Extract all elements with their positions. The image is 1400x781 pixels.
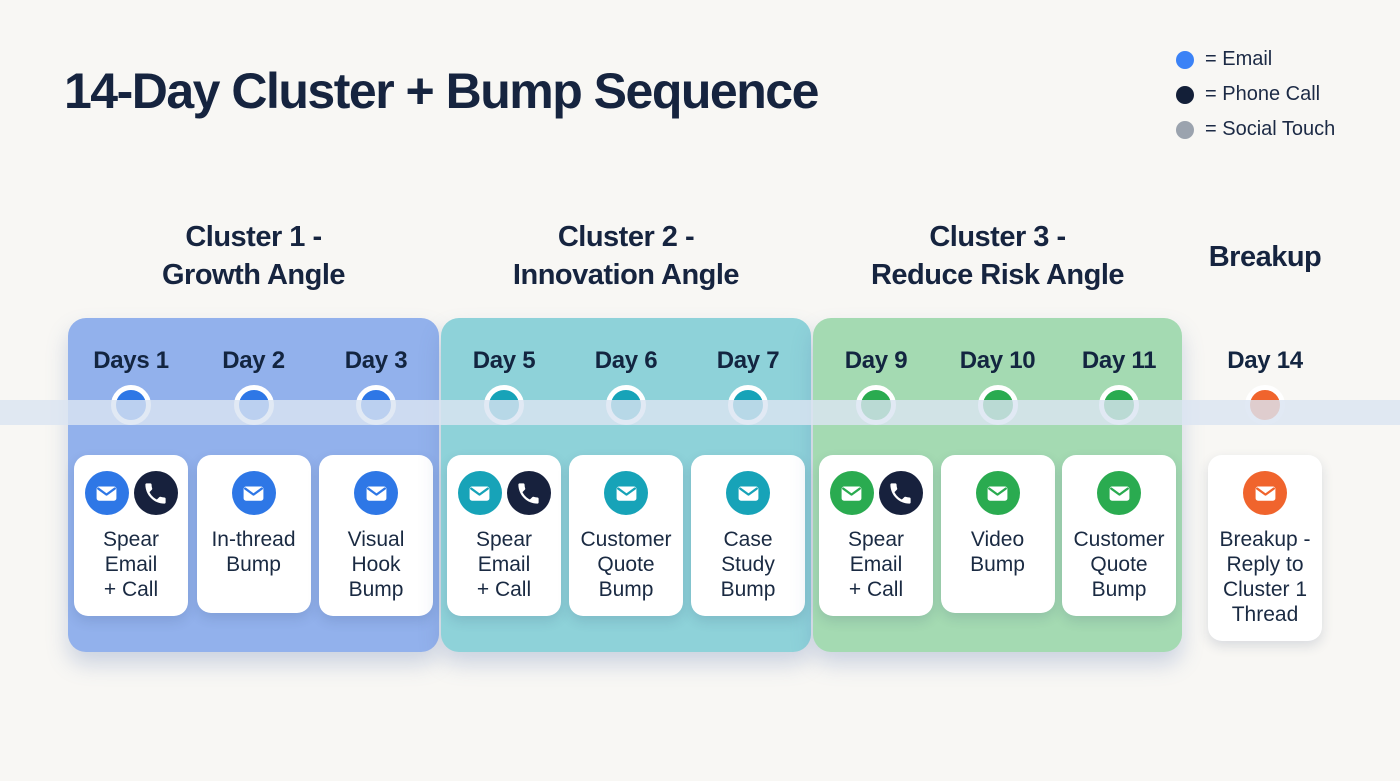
icon-row <box>84 471 178 515</box>
icon-row <box>975 471 1020 515</box>
email-icon <box>84 471 129 515</box>
step-card-label: Breakup - Reply to Cluster 1 Thread <box>1219 528 1311 626</box>
legend-label: = Phone Call <box>1205 83 1321 105</box>
day-label: Day 3 <box>344 347 408 374</box>
step-card: Customer Quote Bump <box>569 455 683 616</box>
step-card: In-thread Bump <box>196 455 311 613</box>
day-column: Day 9 Spear Email + Call <box>819 318 933 652</box>
email-icon <box>975 471 1020 515</box>
legend-label: = Social Touch <box>1205 118 1336 140</box>
day-column: Day 5 Spear Email + Call <box>447 318 561 652</box>
step-card: Spear Email + Call <box>74 455 188 616</box>
icon-row <box>726 471 770 515</box>
cluster-section: Cluster 2 - Innovation Angle Day 5 Spear… <box>441 221 811 652</box>
cluster-section: Breakup Day 14 Breakup - Reply to Cluste… <box>1208 241 1322 652</box>
day-column: Days 1 Spear Email + Call <box>74 318 188 652</box>
day-column: Day 2 In-thread Bump <box>196 318 311 652</box>
day-label: Day 9 <box>844 347 908 374</box>
icon-row <box>1097 471 1141 515</box>
cluster-panel: Days 1 Spear Email + Call Day 2 In-threa… <box>68 318 439 652</box>
page-title: 14-Day Cluster + Bump Sequence <box>64 63 819 119</box>
legend-label: = Email <box>1205 48 1273 70</box>
day-label: Day 2 <box>222 347 285 374</box>
icon-row <box>1243 471 1287 515</box>
email-icon <box>354 471 398 515</box>
icon-row <box>604 471 648 515</box>
cluster-title: Cluster 3 - Reduce Risk Angle <box>870 221 1125 291</box>
day-label: Day 11 <box>1081 347 1157 374</box>
step-card: Customer Quote Bump <box>1062 455 1176 616</box>
day-label: Day 10 <box>959 347 1036 374</box>
cluster-panel: Day 14 Breakup - Reply to Cluster 1 Thre… <box>1208 318 1322 652</box>
cluster-title: Cluster 2 - Innovation Angle <box>512 221 740 291</box>
step-card-label: Spear Email + Call <box>847 528 905 601</box>
legend: = Email = Phone Call = Social Touch <box>1176 48 1335 141</box>
email-icon <box>1243 471 1287 515</box>
legend-dot-icon <box>1176 85 1194 104</box>
phone-icon <box>506 471 551 515</box>
cluster-panel: Day 9 Spear Email + Call Day 10 Video Bu… <box>813 318 1182 652</box>
cluster-panel: Day 5 Spear Email + Call Day 6 Customer … <box>441 318 811 652</box>
legend-dot-icon <box>1176 50 1194 69</box>
day-label: Day 6 <box>594 347 658 374</box>
email-icon <box>726 471 770 515</box>
step-card: Spear Email + Call <box>447 455 561 616</box>
legend-item-email: = Email <box>1176 48 1335 71</box>
step-card-label: Case Study Bump <box>720 528 776 601</box>
step-card-label: Customer Quote Bump <box>580 528 672 601</box>
step-card: Case Study Bump <box>691 455 805 616</box>
day-column: Day 11 Customer Quote Bump <box>1062 318 1176 652</box>
day-column: Day 3 Visual Hook Bump <box>319 318 433 652</box>
step-card-label: Spear Email + Call <box>475 528 533 601</box>
step-card-label: Visual Hook Bump <box>347 528 405 601</box>
cluster-section: Cluster 1 - Growth Angle Days 1 Spear Em… <box>68 221 439 652</box>
step-card: Spear Email + Call <box>819 455 933 616</box>
timeline-band <box>0 400 1400 425</box>
step-card: Visual Hook Bump <box>319 455 433 616</box>
day-column: Day 14 Breakup - Reply to Cluster 1 Thre… <box>1208 318 1322 652</box>
icon-row <box>829 471 923 515</box>
day-label: Day 14 <box>1227 347 1303 374</box>
phone-icon <box>133 471 178 515</box>
step-card: Breakup - Reply to Cluster 1 Thread <box>1208 455 1322 641</box>
day-column: Day 7 Case Study Bump <box>691 318 805 652</box>
day-label: Day 5 <box>472 347 536 374</box>
day-column: Day 6 Customer Quote Bump <box>569 318 683 652</box>
cluster-section: Cluster 3 - Reduce Risk Angle Day 9 Spea… <box>813 221 1182 652</box>
step-card: Video Bump <box>940 455 1055 613</box>
icon-row <box>457 471 551 515</box>
email-icon <box>829 471 874 515</box>
cluster-title: Cluster 1 - Growth Angle <box>161 221 346 291</box>
email-icon <box>604 471 648 515</box>
email-icon <box>457 471 502 515</box>
day-label: Day 7 <box>716 347 780 374</box>
email-icon <box>231 471 276 515</box>
cluster-title: Breakup <box>1208 241 1322 273</box>
step-card-label: In-thread Bump <box>211 528 296 576</box>
legend-item-phone-call: = Phone Call <box>1176 83 1335 106</box>
email-icon <box>1097 471 1141 515</box>
step-card-label: Video Bump <box>970 528 1025 576</box>
icon-row <box>231 471 276 515</box>
day-column: Day 10 Video Bump <box>940 318 1055 652</box>
step-card-label: Spear Email + Call <box>102 528 160 601</box>
legend-item-social-touch: = Social Touch <box>1176 118 1335 141</box>
icon-row <box>354 471 398 515</box>
step-card-label: Customer Quote Bump <box>1073 528 1165 601</box>
legend-dot-icon <box>1176 120 1194 139</box>
day-label: Days 1 <box>93 347 169 374</box>
phone-icon <box>878 471 923 515</box>
